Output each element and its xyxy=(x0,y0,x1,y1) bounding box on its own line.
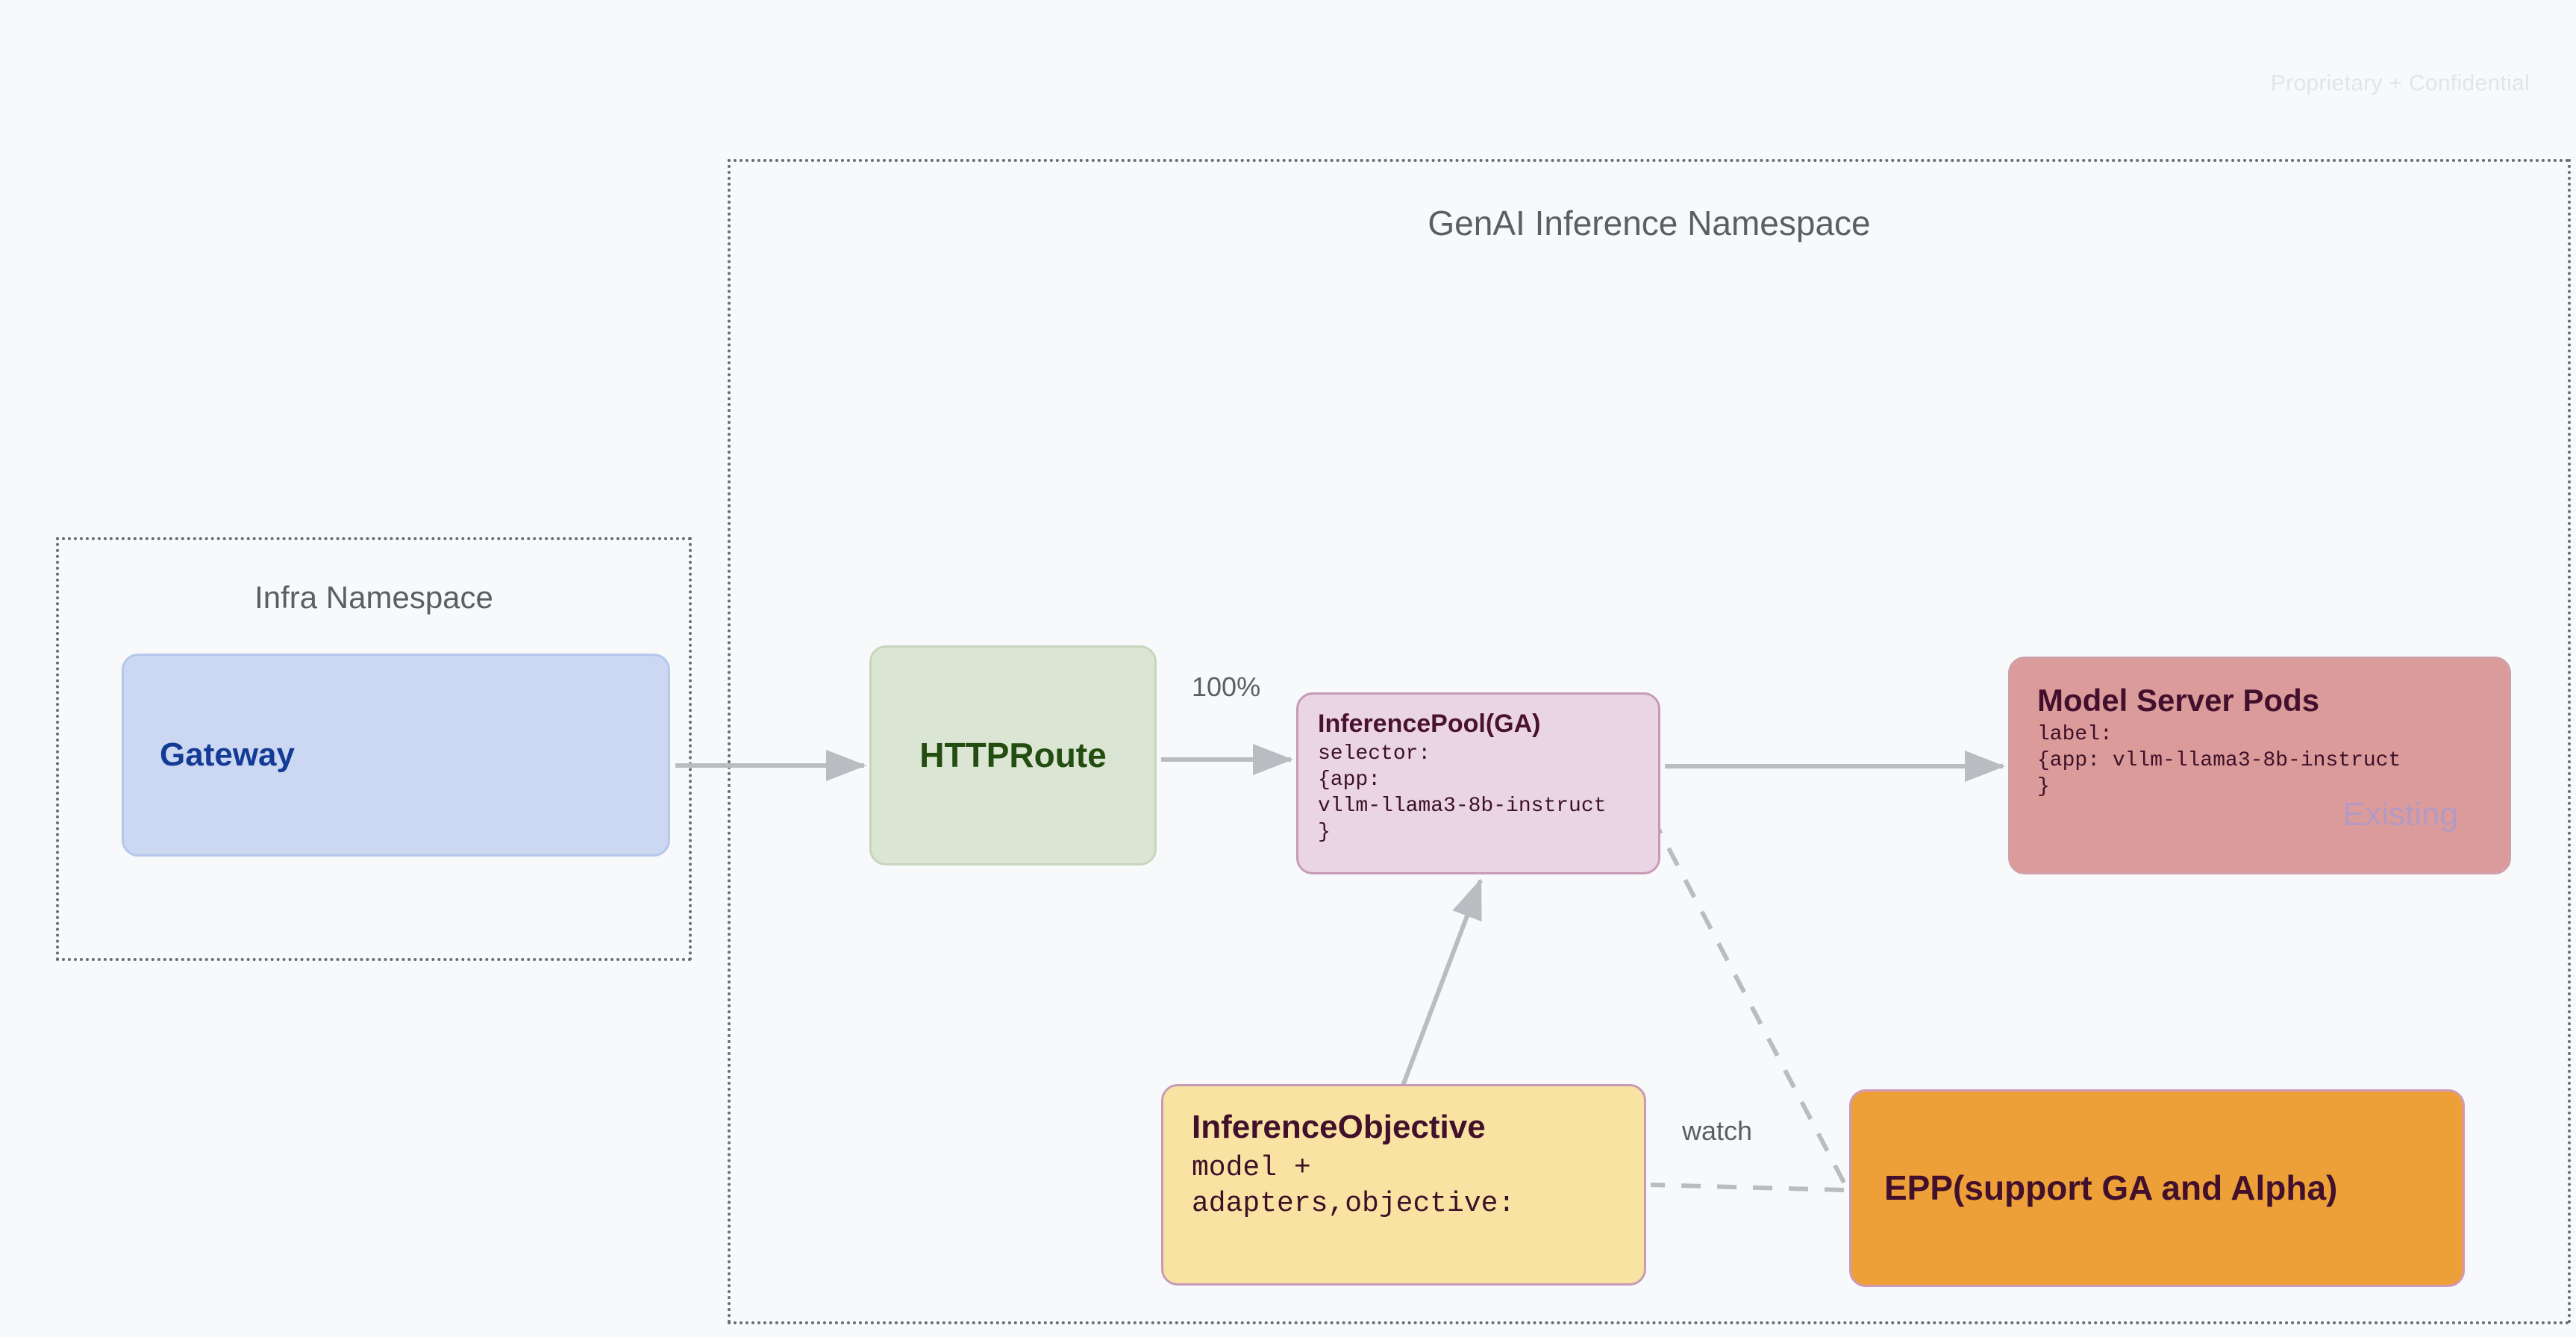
node-httproute[interactable]: HTTPRoute xyxy=(869,645,1157,865)
node-inference-pool-body: selector: {app: vllm-llama3-8b-instruct … xyxy=(1318,742,1607,844)
namespace-infra: Infra Namespace xyxy=(56,537,692,961)
edge-label-traffic-split: 100% xyxy=(1192,671,1261,702)
node-httproute-title: HTTPRoute xyxy=(919,736,1107,775)
node-model-server-pods-badge: Existing xyxy=(2342,796,2458,833)
node-model-server-pods-title: Model Server Pods xyxy=(2037,683,2320,718)
node-epp[interactable]: EPP(support GA and Alpha) xyxy=(1849,1089,2465,1287)
node-gateway-title: Gateway xyxy=(160,736,295,773)
node-inference-pool-title: InferencePool(GA) xyxy=(1318,710,1541,738)
namespace-genai-inference: GenAI Inference Namespace xyxy=(728,159,2571,1324)
node-gateway[interactable]: Gateway xyxy=(122,654,670,857)
node-inference-objective-title: InferenceObjective xyxy=(1192,1109,1486,1145)
node-model-server-pods[interactable]: Model Server Pods label: {app: vllm-llam… xyxy=(2008,657,2511,874)
node-inference-pool[interactable]: InferencePool(GA) selector: {app: vllm-l… xyxy=(1296,692,1660,874)
namespace-genai-title: GenAI Inference Namespace xyxy=(1428,204,1871,242)
namespace-infra-title: Infra Namespace xyxy=(254,580,493,615)
node-epp-title: EPP(support GA and Alpha) xyxy=(1884,1168,2338,1208)
node-inference-objective[interactable]: InferenceObjective model + adapters,obje… xyxy=(1161,1084,1646,1286)
edge-label-watch: watch xyxy=(1682,1115,1753,1146)
node-model-server-pods-body: label: {app: vllm-llama3-8b-instruct } xyxy=(2037,723,2401,799)
node-inference-objective-body: model + adapters,objective: xyxy=(1192,1152,1516,1220)
confidentiality-watermark: Proprietary + Confidential xyxy=(2270,71,2530,96)
